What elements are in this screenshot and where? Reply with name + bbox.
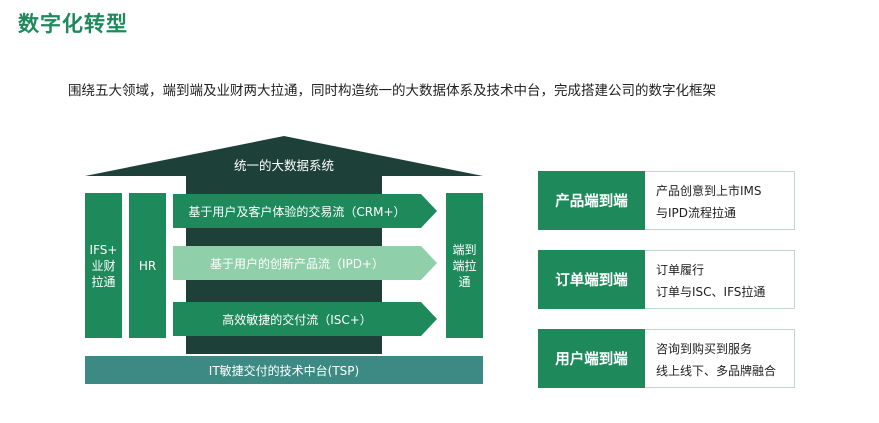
base-platform: IT敏捷交付的技术中台(TSP) — [85, 356, 483, 384]
card-product-line: 与IPD流程拉通 — [656, 206, 737, 220]
card-user-line: 咨询到购买到服务 — [656, 342, 753, 356]
card-product-title: 产品端到端 — [538, 171, 645, 230]
pillar-ifs-label: IFS+ 业财 拉通 — [89, 242, 118, 289]
card-order: 订单端到端 订单履行 订单与ISC、IFS拉通 — [538, 250, 796, 309]
card-product: 产品端到端 产品创意到上市IMS 与IPD流程拉通 — [538, 171, 796, 230]
base-platform-label: IT敏捷交付的技术中台(TSP) — [208, 363, 360, 378]
card-user-line: 线上线下、多品牌融合 — [656, 364, 777, 378]
roof-triangle — [85, 136, 483, 176]
flow-arrow-crm: 基于用户及客户体验的交易流（CRM+） — [173, 194, 437, 228]
flow-arrow-crm-label: 基于用户及客户体验的交易流（CRM+） — [188, 204, 406, 219]
roof-label: 统一的大数据系统 — [233, 158, 334, 173]
card-product-line: 产品创意到上市IMS — [656, 184, 762, 198]
pillar-hr-label: HR — [138, 258, 157, 273]
flow-arrow-isc: 高效敏捷的交付流（ISC+） — [173, 302, 437, 336]
arrow-shape-icon — [173, 246, 437, 280]
pillar-hr: HR — [129, 193, 166, 338]
flow-arrow-isc-label: 高效敏捷的交付流（ISC+） — [222, 312, 372, 327]
card-user-title: 用户端到端 — [538, 329, 645, 388]
page-subtitle: 围绕五大领域，端到端及业财两大拉通，同时构造统一的大数据体系及技术中台，完成搭建… — [68, 83, 716, 99]
card-product-body: 产品创意到上市IMS 与IPD流程拉通 — [645, 171, 795, 230]
flow-arrow-ipd: 基于用户的创新产品流（IPD+） — [173, 246, 437, 280]
card-order-line: 订单与ISC、IFS拉通 — [656, 285, 766, 299]
pillar-end-to-end-label: 端到 端拉 通 — [452, 242, 477, 289]
arrow-shape-icon — [173, 302, 437, 336]
page-title: 数字化转型 — [18, 12, 128, 36]
card-order-line: 订单履行 — [656, 263, 705, 277]
card-order-title: 订单端到端 — [538, 250, 645, 309]
card-order-body: 订单履行 订单与ISC、IFS拉通 — [645, 250, 795, 309]
flow-arrow-ipd-label: 基于用户的创新产品流（IPD+） — [209, 256, 385, 271]
pillar-end-to-end: 端到 端拉 通 — [446, 193, 483, 338]
card-user-body: 咨询到购买到服务 线上线下、多品牌融合 — [645, 329, 795, 388]
pillar-ifs: IFS+ 业财 拉通 — [85, 193, 122, 338]
card-user: 用户端到端 咨询到购买到服务 线上线下、多品牌融合 — [538, 329, 796, 388]
arrow-shape-icon — [173, 194, 437, 228]
